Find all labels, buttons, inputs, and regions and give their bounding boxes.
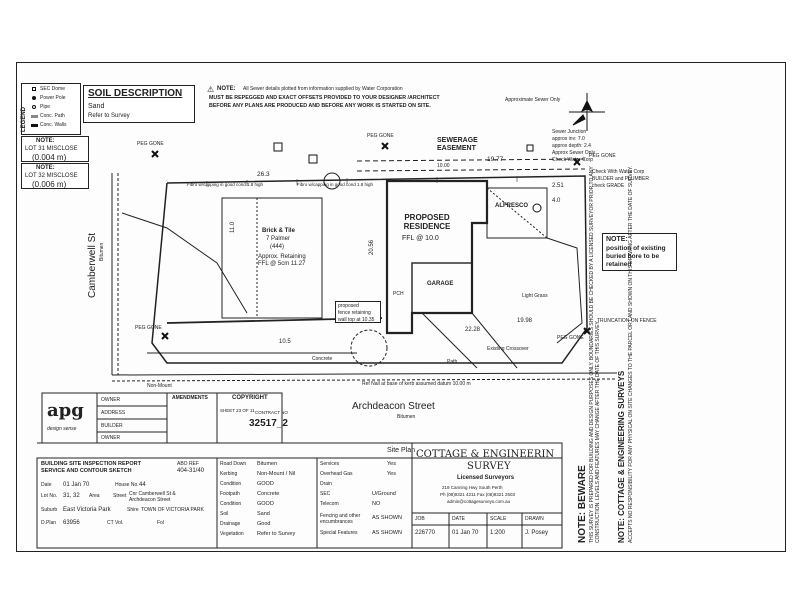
company-name-2: SURVEY	[467, 461, 511, 472]
peg-label: PEG GONE	[589, 153, 616, 159]
archdeacon-street-sub: Bitumen	[397, 414, 416, 420]
dim-label: 4.0	[552, 198, 561, 204]
site-plan-title: Site Plan	[387, 447, 416, 454]
legend-item: Conc. Walls	[40, 122, 67, 128]
dim-label: 20.56	[369, 239, 375, 255]
crossover-label: Existing Crossover	[487, 346, 529, 352]
apg-logo: apg design sense	[47, 400, 84, 433]
non-mount-label: Non-Mount	[147, 383, 172, 389]
inspection-report: BUILDING SITE INSPECTION REPORT SERVICE …	[41, 461, 205, 526]
copyright-label: COPYRIGHT	[232, 395, 268, 401]
sec-dome-icon	[32, 87, 36, 91]
peg-label: PEG GONE	[135, 325, 162, 331]
dim-label: 10.5	[279, 339, 291, 345]
alfresco-label: ALFRESCO	[495, 203, 528, 209]
dim-label: 22.28	[465, 327, 481, 333]
company-name: COTTAGE & ENGINEERIN	[416, 449, 555, 460]
sewer-corp-note: Approximate Sewer Only	[505, 97, 561, 103]
company-block: COTTAGE & ENGINEERIN SURVEY Licensed Sur…	[416, 449, 555, 504]
legend-item: SEC Dome	[40, 86, 66, 92]
fence-label: Fibro w/capping in good cond 1.8 high	[187, 182, 264, 187]
soil-note: Refer to Survey	[88, 113, 130, 119]
residence-ffl: FFL @ 10.0	[402, 235, 439, 242]
contract-number: 32517_2	[249, 418, 288, 429]
owner-field-2: OWNER	[101, 435, 121, 441]
camberwell-street-label: Camberwell St	[87, 232, 98, 298]
dim-label: 2.51	[552, 183, 564, 189]
archdeacon-street-label: Archdeacon Street	[352, 401, 435, 412]
concrete-label: Concrete	[312, 356, 333, 362]
sewerage-easement-label: SEWERAGE EASEMENT	[437, 137, 478, 152]
builder-field: BUILDER	[101, 423, 123, 429]
owner-field: OWNER	[101, 397, 121, 403]
porch-label: PCH	[393, 291, 404, 297]
peg-label: PEG GONE	[557, 335, 584, 341]
rl-note: Ref Nail at base of kerb assumed datum 1…	[362, 381, 471, 387]
site-plan-drawing	[36, 93, 618, 549]
camberwell-street-sub: Bitumen	[99, 242, 105, 261]
shed-label: Fibro w/capping in good cond 1.8 high	[297, 182, 374, 187]
survey-sheet: LEGEND SEC Dome Power Pole Pipe Conc. Pa…	[16, 62, 786, 552]
misclose-lot32: NOTE: LOT 32 MISCLOSE (0.006 m)	[21, 163, 89, 189]
legend-title: LEGEND	[21, 106, 27, 132]
path-label: Path	[447, 359, 458, 365]
soil-value: Sand	[88, 103, 105, 110]
dim-label: 10.00	[437, 163, 450, 169]
garage-label: GARAGE	[427, 281, 454, 287]
soil-description-box: SOIL DESCRIPTION Sand Refer to Survey	[83, 85, 195, 123]
warning-icon: ⚠	[207, 85, 215, 94]
power-pole-icon	[32, 96, 36, 100]
north-arrow-icon	[569, 93, 605, 131]
legend-item: Power Pole	[40, 95, 66, 101]
conc-path-icon	[31, 115, 38, 118]
contract-label: CONTRACT NO	[255, 410, 288, 415]
dim-label: 11.0	[230, 221, 236, 233]
legend-item: Conc. Path	[40, 113, 65, 119]
sewer-note: ⚠ NOTE: All Sewer details plotted from i…	[207, 85, 440, 109]
legend-box: LEGEND SEC Dome Power Pole Pipe Conc. Pa…	[21, 83, 81, 135]
light-grass-label: Light Grass	[522, 293, 548, 299]
peg-label: PEG GONE	[367, 133, 394, 139]
misclose-lot31: NOTE: LOT 31 MISCLOSE (0.004 m)	[21, 136, 89, 162]
legend-item: Pipe	[40, 104, 51, 110]
peg-label: PEG GONE	[137, 141, 164, 147]
soil-title: SOIL DESCRIPTION	[88, 88, 183, 99]
dim-label: 19.98	[517, 318, 533, 324]
sheet-label: SHEET 23 OF 11	[220, 408, 255, 413]
address-field: ADDRESS	[101, 410, 126, 416]
conc-walls-icon	[31, 124, 38, 127]
dim-label: 26.3	[257, 171, 270, 178]
bore-position-note: NOTE: position of existing buried bore t…	[602, 233, 677, 271]
dim-label: 19.77	[487, 156, 504, 163]
truncation-label: TRUNCATION ON FENCE	[597, 318, 657, 324]
proposed-residence-label: PROPOSED RESIDENCE	[403, 213, 451, 231]
amendments-label: AMENDMENTS	[172, 395, 208, 401]
retaining-wall-note: proposed fence retaining wall top at 10.…	[335, 301, 381, 323]
pipe-icon	[32, 105, 36, 109]
job-block: JOB 226770 DATE 01 Jan 70 SCALE 1:200 DR…	[415, 516, 549, 536]
